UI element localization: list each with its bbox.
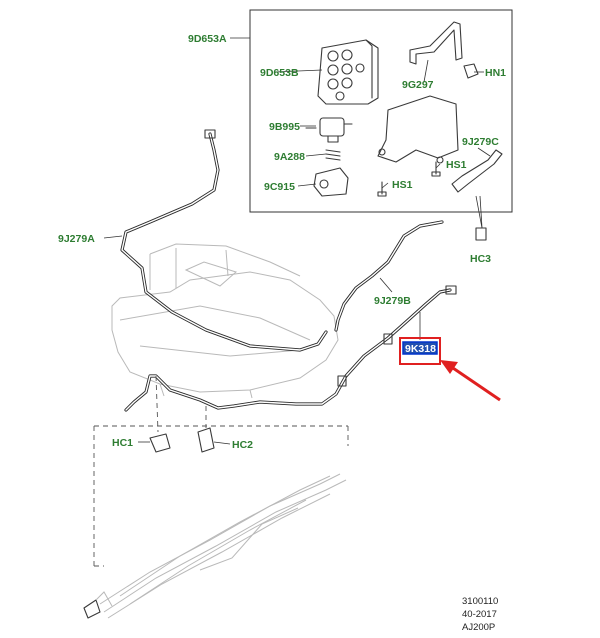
line-9J279A xyxy=(103,129,328,352)
label-9J279B: 9J279B xyxy=(374,295,411,307)
label-9A288: 9A288 xyxy=(274,151,305,163)
clip-hc2 xyxy=(197,427,231,453)
highlight-box xyxy=(399,337,441,365)
reference-line-3: AJ200P xyxy=(462,622,495,633)
clip-hc3 xyxy=(475,227,487,241)
spring xyxy=(325,149,341,161)
callout-arrow-shaft xyxy=(449,364,501,402)
label-9D653A: 9D653A xyxy=(188,33,227,45)
label-9K318: 9K318 xyxy=(405,343,436,355)
reference-line-2: 40-2017 xyxy=(462,609,497,620)
label-HS1-right: HS1 xyxy=(446,159,467,171)
label-HN1: HN1 xyxy=(485,67,506,79)
label-HS1-left: HS1 xyxy=(392,179,413,191)
evap-canister xyxy=(317,39,379,105)
inset-frame xyxy=(249,9,513,213)
vent-hose xyxy=(409,21,463,65)
line-9J279B xyxy=(334,220,444,332)
hose-9J279C xyxy=(451,149,503,193)
reference-line-1: 3100110 xyxy=(462,596,498,607)
purge-valve xyxy=(305,117,353,143)
bolt-hs1-right xyxy=(431,161,441,177)
label-9C915: 9C915 xyxy=(264,181,295,193)
label-9J279A: 9J279A xyxy=(58,233,95,245)
label-HC3: HC3 xyxy=(470,253,491,265)
clip-hc1 xyxy=(138,433,171,453)
fuel-tank xyxy=(111,243,339,399)
hose-bundle xyxy=(83,473,347,619)
label-9J279C: 9J279C xyxy=(462,136,499,148)
callout-arrow-head xyxy=(440,360,458,374)
leak-detection-valve xyxy=(313,167,349,197)
detail-region xyxy=(93,425,349,567)
highlight-fill xyxy=(402,341,438,355)
line-9K318 xyxy=(124,285,457,412)
bolt-hs1-left xyxy=(377,181,387,197)
label-9D653B: 9D653B xyxy=(260,67,299,79)
label-HC1: HC1 xyxy=(112,437,133,449)
label-HC2: HC2 xyxy=(232,439,253,451)
canister-bracket xyxy=(377,95,459,163)
label-9G297: 9G297 xyxy=(402,79,434,91)
label-9B995: 9B995 xyxy=(269,121,300,133)
hose-clip xyxy=(463,63,479,79)
